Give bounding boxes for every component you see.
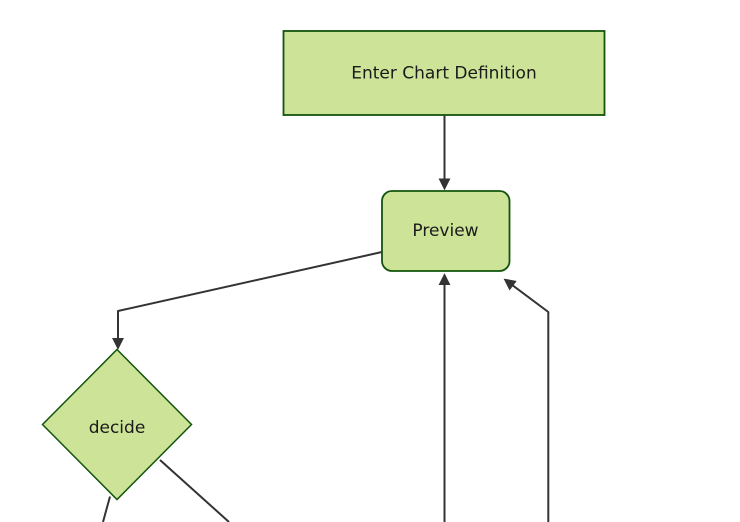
decide-label: decide <box>89 418 146 438</box>
enter-chart-definition-label: Enter Chart Definition <box>351 64 536 84</box>
edge-decide-to-bottom-left <box>102 496 111 522</box>
preview-label: Preview <box>412 221 478 241</box>
enter-chart-definition-box <box>282 30 606 116</box>
edge-preview-to-decide <box>112 251 383 350</box>
node-enter-chart-definition: Enter Chart Definition <box>282 30 606 116</box>
node-decide: decide <box>41 348 193 501</box>
node-preview: Preview <box>381 190 511 272</box>
edge-decide-to-bottom-right <box>159 459 230 522</box>
edge-bottom-right-to-preview <box>503 278 550 522</box>
edges <box>102 115 550 522</box>
decide-diamond <box>41 348 193 501</box>
preview-box <box>381 190 511 272</box>
